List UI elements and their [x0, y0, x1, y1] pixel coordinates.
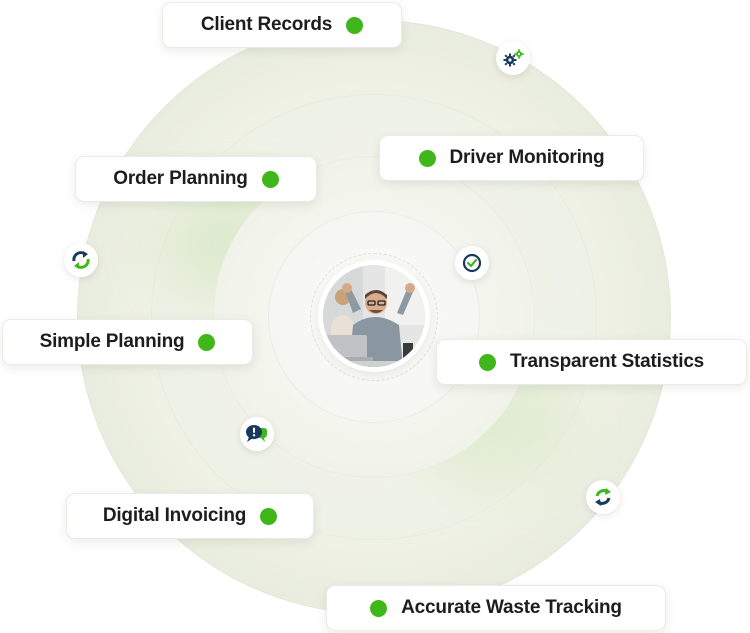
feature-label: Simple Planning: [39, 331, 185, 352]
avatar: [323, 265, 425, 367]
status-dot: [261, 170, 279, 188]
feature-client-records[interactable]: Client Records: [162, 2, 402, 48]
feature-label: Order Planning: [113, 168, 248, 189]
feature-label: Driver Monitoring: [449, 147, 605, 168]
status-dot: [370, 599, 388, 617]
status-dot: [478, 353, 496, 371]
status-dot: [346, 16, 364, 34]
refresh-arrows-icon: [586, 480, 620, 514]
clock-icon: [455, 246, 489, 280]
feature-digital-invoicing[interactable]: Digital Invoicing: [66, 493, 314, 539]
gears-icon: [496, 41, 530, 75]
feature-order-planning[interactable]: Order Planning: [75, 156, 317, 202]
chat-alert-icon: [240, 417, 274, 451]
feature-label: Client Records: [200, 14, 333, 35]
feature-label: Transparent Statistics: [509, 351, 705, 372]
sync-arrows-icon: [64, 243, 98, 277]
status-dot: [418, 149, 436, 167]
feature-driver-monitoring[interactable]: Driver Monitoring: [379, 135, 644, 181]
status-dot: [198, 333, 216, 351]
feature-label: Digital Invoicing: [102, 505, 247, 526]
feature-accurate-waste-tracking[interactable]: Accurate Waste Tracking: [326, 585, 666, 631]
feature-simple-planning[interactable]: Simple Planning: [2, 319, 253, 365]
status-dot: [260, 507, 278, 525]
feature-transparent-statistics[interactable]: Transparent Statistics: [436, 339, 747, 385]
feature-label: Accurate Waste Tracking: [401, 597, 622, 618]
